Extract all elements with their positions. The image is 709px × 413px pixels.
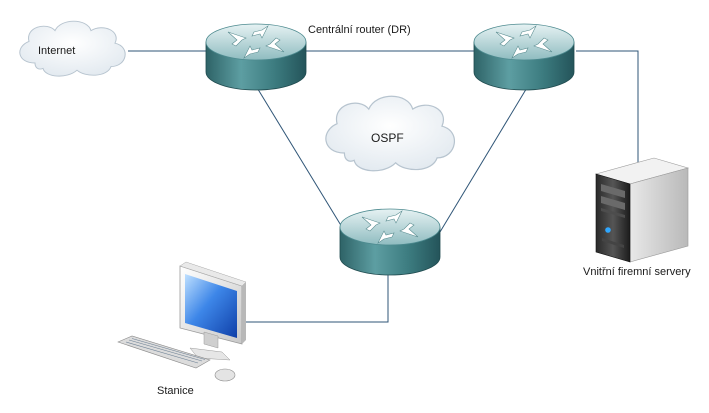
internet-label: Internet — [38, 45, 75, 57]
servers-label: Vnitřní firemní servery — [583, 266, 691, 278]
station-label: Stanice — [157, 385, 194, 397]
central-router-label: Centrální router (DR) — [308, 24, 411, 36]
router-icon[interactable] — [473, 23, 575, 91]
workstation-icon[interactable] — [117, 261, 247, 382]
server-tower-icon[interactable] — [594, 157, 690, 263]
link-right-servers — [576, 50, 639, 165]
link-bottom-station — [240, 272, 389, 323]
links — [128, 50, 639, 323]
link-right-bottom — [439, 85, 529, 233]
ospf-label: OSPF — [371, 131, 404, 145]
router-icon[interactable] — [205, 23, 307, 91]
router-icon[interactable] — [339, 208, 441, 276]
link-central-bottom — [255, 85, 346, 233]
